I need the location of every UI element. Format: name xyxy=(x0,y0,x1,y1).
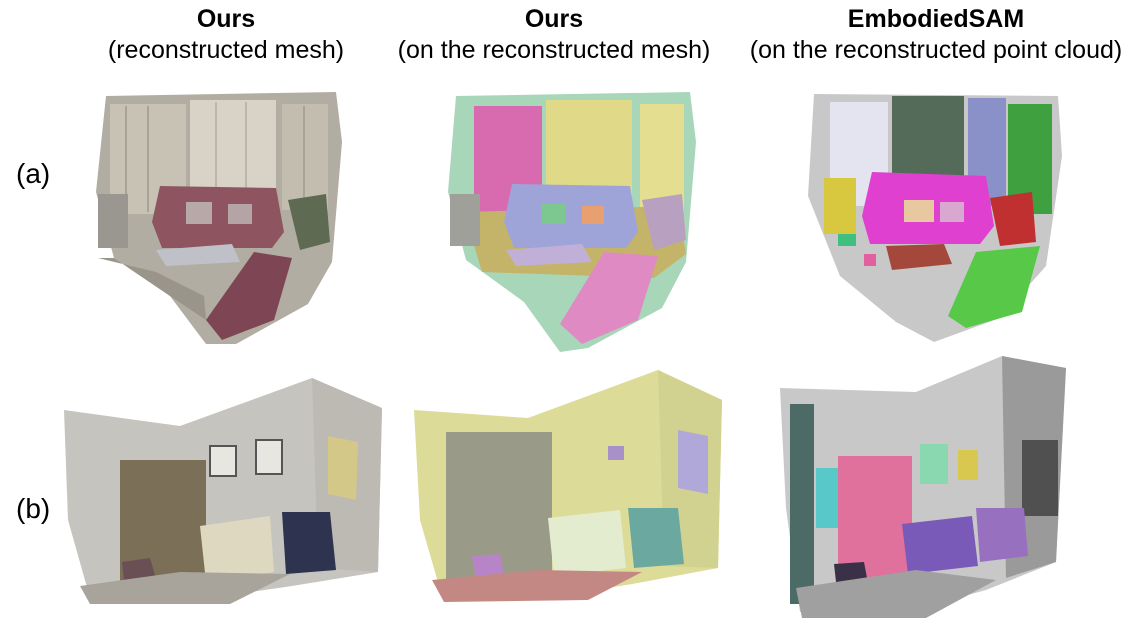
living-room-mesh-image xyxy=(96,92,342,344)
panel-b-ours-segmentation xyxy=(408,360,728,610)
office-segmentation-image xyxy=(414,370,722,602)
column-header-embodiedsam: EmbodiedSAM (on the reconstructed point … xyxy=(736,4,1136,66)
column-subtitle: (on the reconstructed point cloud) xyxy=(749,36,1123,64)
column-subtitle: (on the reconstructed mesh) xyxy=(397,36,711,64)
living-room-pointcloud-image xyxy=(808,94,1062,342)
office-pointcloud-image xyxy=(780,356,1066,618)
column-title: Ours xyxy=(196,5,256,33)
panel-b-embodiedsam xyxy=(776,348,1066,622)
row-label-b: (b) xyxy=(16,493,51,524)
column-title: EmbodiedSAM xyxy=(847,5,1025,33)
living-room-segmentation-image xyxy=(448,92,696,352)
panel-a-embodiedsam xyxy=(800,76,1070,348)
office-mesh-image xyxy=(64,378,382,604)
panel-b-ours-mesh xyxy=(60,360,384,610)
column-title: Ours xyxy=(524,5,584,33)
column-header-ours-segmentation: Ours (on the reconstructed mesh) xyxy=(378,4,730,66)
panel-a-ours-mesh xyxy=(86,82,346,352)
column-subtitle: (reconstructed mesh) xyxy=(107,36,345,64)
panel-a-ours-segmentation xyxy=(442,82,708,362)
row-label-a: (a) xyxy=(16,158,51,189)
column-header-ours-mesh: Ours (reconstructed mesh) xyxy=(96,4,356,66)
